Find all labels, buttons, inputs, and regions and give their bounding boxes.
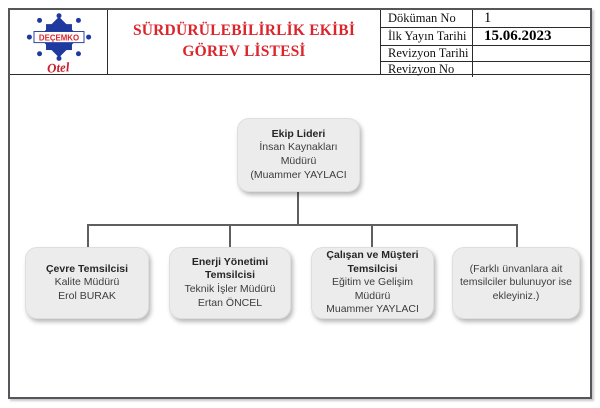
org-node-ek-temsilciler-notu: (Farklı ünvanlara ait temsilciler bulunu… [452, 247, 580, 319]
node-person: Erol BURAK [58, 289, 116, 302]
node-title: Eğitim ve Gelişim Müdürü [331, 276, 414, 302]
org-node-enerji-yonetimi-temsilcisi: Enerji Yönetimi Temsilcisi Teknik İşler … [169, 247, 291, 319]
node-role: Enerji Yönetimi Temsilcisi [191, 255, 269, 282]
document-title: SÜRDÜRÜLEBİLİRLİK EKİBİ GÖREV LİSTESİ [108, 10, 381, 74]
info-label: İlk Yayın Tarihi [381, 28, 473, 45]
node-title: İnsan Kaynakları Müdürü [259, 141, 338, 167]
org-chart: Ekip Lideri İnsan Kaynakları Müdürü (Mua… [10, 75, 590, 396]
title-line-1: SÜRDÜRÜLEBİLİRLİK EKİBİ [132, 22, 356, 40]
document-page: DEÇEMKO Otel SÜRDÜRÜLEBİLİRLİK EKİBİ GÖR… [8, 8, 592, 399]
logo: DEÇEMKO Otel [10, 10, 108, 76]
node-person: (Muammer YAYLACI [250, 168, 347, 181]
title-line-2: GÖREV LİSTESİ [182, 43, 306, 60]
info-label: Döküman No [381, 10, 473, 27]
node-note: (Farklı ünvanlara ait temsilciler bulunu… [459, 262, 573, 302]
info-value: 1 [484, 10, 492, 26]
connector-root-vertical [297, 192, 299, 224]
info-row-ilk-yayin-tarihi: İlk Yayın Tarihi 15.06.2023 [381, 28, 590, 46]
connector-horizontal [87, 224, 518, 226]
node-title: Kalite Müdürü [54, 276, 120, 289]
org-node-cevre-temsilcisi: Çevre Temsilcisi Kalite Müdürü Erol BURA… [25, 247, 149, 319]
document-info-table: Döküman No 1 İlk Yayın Tarihi 15.06.2023… [381, 10, 590, 77]
node-person: Muammer YAYLACI [326, 303, 419, 316]
connector-drop-2 [229, 224, 231, 248]
info-label: Revizyon Tarihi [381, 46, 473, 61]
org-node-ekip-lideri: Ekip Lideri İnsan Kaynakları Müdürü (Mua… [237, 118, 360, 192]
info-value [473, 46, 590, 61]
logo-sub-text: Otel [46, 58, 71, 76]
document-header: DEÇEMKO Otel SÜRDÜRÜLEBİLİRLİK EKİBİ GÖR… [10, 10, 590, 77]
connector-drop-4 [516, 224, 518, 248]
node-title: Teknik İşler Müdürü [184, 283, 276, 295]
org-node-calisan-ve-musteri-temsilcisi: Çalışan ve Müşteri Temsilcisi Eğitim ve … [311, 247, 434, 319]
info-value: 15.06.2023 [484, 28, 552, 44]
connector-drop-3 [371, 224, 373, 248]
node-role: Ekip Lideri [271, 127, 326, 140]
logo-brand-text: DEÇEMKO [38, 33, 78, 42]
info-label: Revizyon No [381, 62, 473, 77]
node-role: Çalışan ve Müşteri Temsilcisi [326, 248, 419, 275]
node-person: Ertan ÖNCEL [197, 296, 263, 309]
node-role: Çevre Temsilcisi [45, 262, 129, 275]
decemko-emblem-icon: DEÇEMKO [26, 12, 91, 61]
connector-drop-1 [87, 224, 89, 248]
info-row-revizyon-no: Revizyon No [381, 62, 590, 77]
info-row-dokuman-no: Döküman No 1 [381, 10, 590, 28]
info-row-revizyon-tarihi: Revizyon Tarihi [381, 46, 590, 62]
